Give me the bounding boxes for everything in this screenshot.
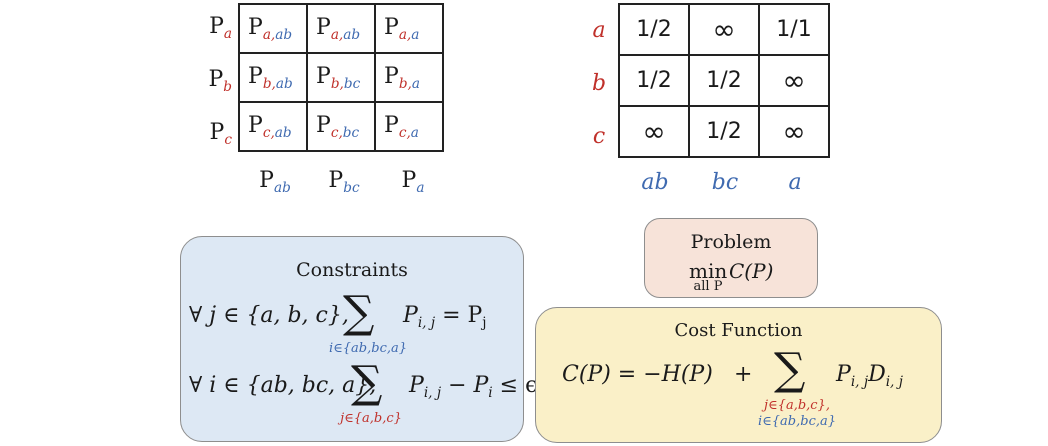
table-cell: Pc,ab (238, 101, 308, 152)
table-cell: 1/2 (618, 3, 690, 56)
constraint-2-sum-icon: ∑ (351, 357, 383, 408)
table-cell: ∞ (758, 105, 830, 158)
constraint-1-body: Pi, j = Pj (403, 303, 487, 331)
table-cell: Pc,bc (306, 101, 376, 152)
col-label-pbc: Pbc (328, 168, 360, 196)
problem-box: Problem min all P C(P) (644, 218, 818, 298)
table-row: ∞ 1/2 ∞ (618, 105, 830, 158)
table-row: 1/2 ∞ 1/1 (618, 3, 830, 56)
joint-probability-table: Pa,ab Pa,ab Pa,a Pb,ab Pb,bc Pb,a Pc,ab … (238, 3, 444, 152)
problem-min-operator: min (689, 259, 728, 283)
constraint-1-sum-icon: ∑ (343, 287, 375, 338)
problem-objective: C(P) (729, 259, 774, 283)
cost-body: Pi, jDi, j (836, 362, 903, 390)
table-cell: Pb,bc (306, 52, 376, 103)
row-label-pa: Pa (209, 14, 232, 42)
table-row: 1/2 1/2 ∞ (618, 54, 830, 107)
constraints-box: Constraints ∀ j ∈ {a, b, c}, ∑ i∈{ab,bc,… (180, 236, 537, 442)
table-cell: 1/2 (688, 54, 760, 107)
cost-plus: + (734, 362, 753, 387)
table-cell: 1/2 (618, 54, 690, 107)
table-cell: ∞ (688, 3, 760, 56)
right-col-label-a: a (788, 170, 802, 195)
table-cell: 1/1 (758, 3, 830, 56)
constraint-2-body: Pi, j − Pi ≤ ϵ (409, 373, 538, 401)
cost-sum-index-j: j∈{a,b,c}, (764, 398, 830, 413)
row-label-pb: Pb (208, 67, 232, 95)
cost-sum-icon: ∑ (774, 344, 806, 395)
right-col-label-ab: ab (641, 170, 669, 195)
table-cell: Pb,ab (238, 52, 308, 103)
cost-lhs: C(P) = −H(P) (562, 362, 713, 387)
table-row: Pb,ab Pb,bc Pb,a (238, 52, 444, 103)
constraints-title: Constraints (296, 259, 408, 281)
col-label-pab: Pab (259, 168, 291, 196)
table-cell: ∞ (758, 54, 830, 107)
right-row-label-b: b (591, 71, 607, 96)
constraint-2-sum-index: j∈{a,b,c} (340, 411, 402, 426)
right-col-label-bc: bc (711, 170, 739, 195)
distance-table: 1/2 ∞ 1/1 1/2 1/2 ∞ ∞ 1/2 ∞ (618, 3, 830, 158)
right-row-label-a: a (592, 18, 606, 43)
problem-min-subscript: all P (693, 279, 723, 294)
cost-function-box: Cost Function C(P) = −H(P) + ∑ j∈{a,b,c}… (535, 307, 942, 443)
row-label-pc: Pc (209, 120, 232, 148)
right-row-label-c: c (592, 124, 606, 149)
problem-title: Problem (690, 231, 772, 253)
table-cell: Pb,a (374, 52, 444, 103)
col-label-pa-col: Pa (401, 168, 425, 196)
table-cell: ∞ (618, 105, 690, 158)
constraint-1-sum-index: i∈{ab,bc,a} (328, 341, 407, 356)
table-cell: 1/2 (688, 105, 760, 158)
cost-function-title: Cost Function (674, 320, 803, 341)
table-cell: Pa,ab (306, 3, 376, 54)
table-row: Pc,ab Pc,bc Pc,a (238, 101, 444, 152)
cost-sum-index-i: i∈{ab,bc,a} (757, 414, 836, 429)
table-cell: Pc,a (374, 101, 444, 152)
table-cell: Pa,a (374, 3, 444, 54)
table-row: Pa,ab Pa,ab Pa,a (238, 3, 444, 54)
constraint-2-quantifier: ∀ i ∈ {ab, bc, a}, (189, 373, 377, 398)
constraint-1-quantifier: ∀ j ∈ {a, b, c}, (189, 303, 349, 328)
table-cell: Pa,ab (238, 3, 308, 54)
